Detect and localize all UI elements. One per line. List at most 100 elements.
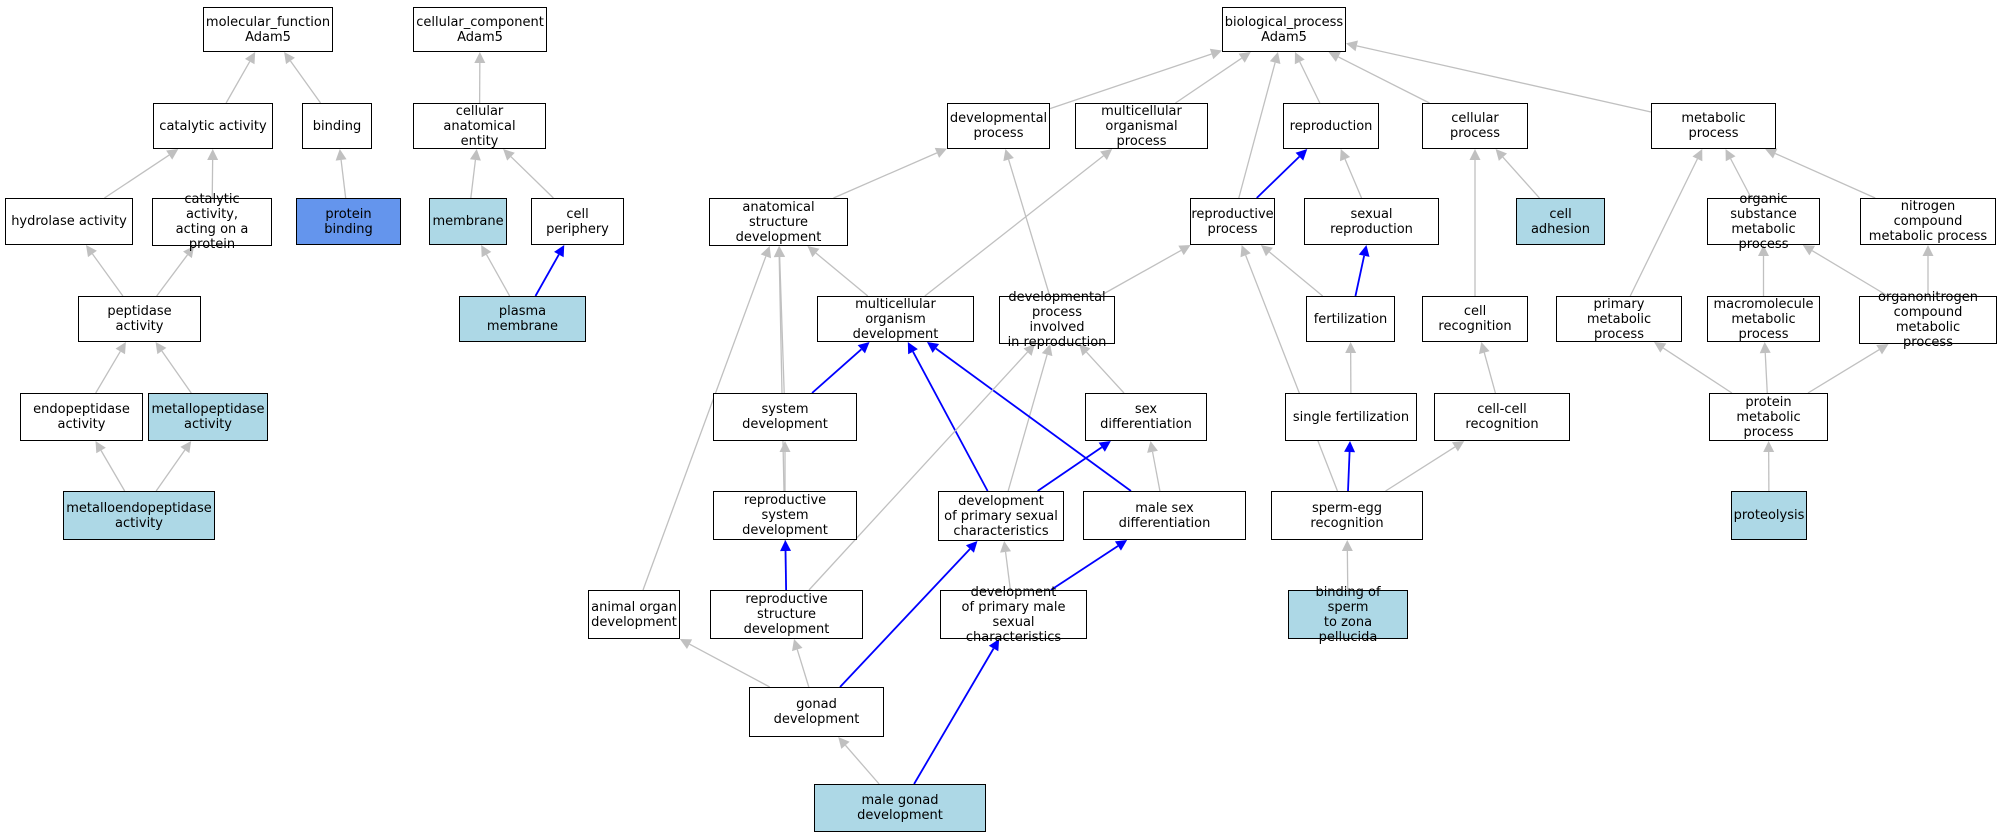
edge-dpsc-to-dpir (1007, 354, 1048, 492)
go-term-peptidase-activity-node: peptidase activity (78, 296, 201, 342)
arrowhead-ser-to-singfert (1344, 441, 1356, 453)
go-term-reproductive-node: reproductive system development (713, 491, 857, 540)
arrowhead-rsd-to-sysdev (779, 441, 791, 452)
go-term-metallopeptidase-node: metallopeptidase activity (148, 393, 268, 441)
go-term-gonad-development-node: gonad development (749, 687, 884, 737)
edge-dpir-to-devproc (1007, 159, 1051, 297)
go-term-nitrogen-compound-node: nitrogen compound metabolic process (1860, 198, 1996, 245)
edge-mop-to-bp (1175, 57, 1243, 104)
edge-endo-to-pep (95, 351, 121, 394)
edge-devproc-to-bp (1049, 53, 1212, 110)
arrowhead-msd-to-sexdiff (1147, 441, 1158, 453)
go-term-development-node: development of primary sexual characteri… (938, 491, 1064, 541)
arrowhead-gonad-to-aod (679, 639, 693, 650)
arrowhead-dpmsc-to-dpsc (1000, 541, 1012, 553)
edge-pep-to-catprot (156, 254, 188, 297)
edge-pep-to-hydro (91, 253, 124, 297)
edge-sysdev-to-mod (811, 348, 862, 394)
arrowhead-periph-to-cae (503, 149, 515, 161)
edge-protbind-to-bind (340, 159, 347, 199)
edge-membrane-to-cae (470, 159, 477, 199)
edge-metendo-to-metpep (155, 449, 186, 492)
edge-osmp-to-metab (1730, 158, 1752, 199)
go-term-sex-differentiation-node: sex differentiation (1085, 393, 1207, 441)
edge-periph-to-cae (510, 156, 554, 199)
edge-cellproc-to-bp (1338, 56, 1430, 104)
go-term-binding-of-sperm-node: binding of sperm to zona pellucida (1288, 585, 1408, 645)
arrowhead-aod-to-asd (760, 246, 772, 259)
arrowhead-sexrepro-to-repro (1339, 149, 1351, 162)
go-term-reproduction-node: reproduction (1283, 103, 1379, 149)
arrowhead-fert-to-reproproc (1260, 245, 1273, 257)
go-term-sperm-egg-recognition-node: sperm-egg recognition (1271, 491, 1423, 540)
arrowhead-membrane-to-cae (469, 149, 481, 161)
go-term-membrane-node: membrane (429, 198, 507, 245)
edge-protmet-to-pmp (1662, 347, 1733, 394)
arrowhead-mod-to-asd (807, 246, 820, 258)
edge-ncmp-to-metab (1774, 152, 1876, 199)
arrowhead-plasma-to-membrane (481, 245, 492, 258)
arrowhead-pep-to-catprot (183, 246, 195, 259)
go-term-cell-periphery-node: cell periphery (531, 198, 624, 245)
edge-gonad-to-rstd (796, 649, 810, 688)
edge-rstd-to-dpir (808, 351, 1028, 591)
edge-aod-to-asd (642, 256, 767, 591)
arrowhead-metab-to-bp (1346, 40, 1358, 52)
edge-dpsc-to-sexdiff (1037, 446, 1103, 492)
edge-mgd-to-dpmsc (913, 648, 995, 785)
edge-celladh-to-cellproc (1502, 156, 1540, 199)
edge-pmp-to-metab (1629, 158, 1698, 297)
arrowhead-proteo-to-protmet (1763, 441, 1775, 453)
arrowhead-pep-to-hydro (85, 245, 97, 258)
edge-fert-to-sexrepro (1354, 255, 1366, 297)
edge-msd-to-sexdiff (1151, 451, 1161, 492)
go-term-metalloendopeptidase-node: metalloendopeptidase activity (63, 491, 215, 540)
arrowhead-celladh-to-cellproc (1495, 149, 1508, 161)
go-term-fertilization-node: fertilization (1306, 296, 1395, 342)
arrowhead-dpir-to-reproproc (1178, 245, 1191, 256)
go-term-system-development-node: system development (713, 393, 857, 441)
arrowhead-orgn-to-osmp (1802, 245, 1816, 256)
arrowhead-asd-to-devproc (934, 147, 947, 158)
edge-metab-to-bp (1356, 45, 1652, 113)
edge-ser-to-reproproc (1245, 255, 1339, 492)
edge-ccrec-to-cellrec (1483, 352, 1497, 394)
arrowhead-hydro-to-cat (166, 149, 179, 160)
edge-bind-to-mf (289, 60, 322, 104)
edge-mgd-to-gonad (844, 744, 880, 785)
arrowhead-protbind-to-bind (335, 149, 347, 161)
arrowhead-gonad-to-dpsc (965, 541, 978, 553)
arrowhead-dpmsc-to-msd (1114, 540, 1128, 551)
arrowhead-bszp-to-ser (1341, 540, 1353, 552)
go-term-cell-recognition-node: cell recognition (1422, 296, 1528, 342)
edge-msd-to-mod (935, 347, 1132, 492)
arrowhead-dpsc-to-mod (907, 342, 918, 355)
go-term-protein-metabolic-node: protein metabolic process (1709, 393, 1828, 441)
go-term-catalytic-activity-node: catalytic activity (153, 103, 273, 149)
arrowhead-catprot-to-cat (207, 149, 219, 161)
edge-sexdiff-to-dpir (1085, 351, 1125, 394)
arrowhead-cellproc-to-bp (1328, 52, 1341, 62)
edge-dpmsc-to-msd (1050, 545, 1119, 591)
go-term-developmental-node: developmental process involved in reprod… (999, 290, 1115, 350)
edge-hydro-to-cat (104, 154, 170, 199)
arrowhead-gonad-to-rstd (792, 639, 803, 652)
arrowhead-metendo-to-endo (95, 441, 106, 454)
arrowhead-mgd-to-gonad (838, 737, 850, 749)
arrowhead-macro-to-osmp (1758, 245, 1769, 256)
arrowhead-mgd-to-dpmsc (988, 639, 1000, 652)
edge-metendo-to-endo (100, 450, 126, 492)
arrowhead-reproproc-to-bp (1269, 52, 1281, 65)
arrowhead-protmet-to-orgn (1876, 344, 1889, 355)
go-term-metabolic-process-node: metabolic process (1651, 103, 1776, 149)
arrowhead-bind-to-mf (284, 52, 295, 65)
go-term-protein-binding-node: protein binding (296, 198, 401, 245)
edge-mod-to-mop (924, 155, 1104, 297)
go-term-cell-adhesion-node: cell adhesion (1516, 198, 1605, 245)
arrowhead-mop-to-bp (1238, 52, 1251, 63)
go-term-cell-cell-recognition-node: cell-cell recognition (1434, 393, 1570, 441)
arrowhead-msd-to-mod (926, 342, 940, 353)
go-term-proteolysis-node: proteolysis (1731, 491, 1807, 540)
arrowhead-fert-to-sexrepro (1358, 245, 1370, 257)
go-term-cellular-anatomical-node: cellular anatomical entity (413, 103, 546, 149)
